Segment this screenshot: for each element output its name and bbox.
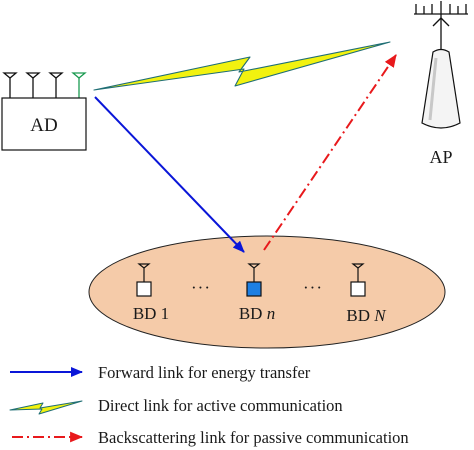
legend-direct-link-label: Direct link for active communication [98,396,343,415]
ap-node: AP [414,1,468,167]
bd-last-node: BD N [346,263,387,325]
legend-direct-link: Direct link for active communication [9,396,343,415]
legend-backscatter-link-label: Backscattering link for passive communic… [98,428,409,447]
bd-ellipsis-right: ··· [303,278,323,297]
bd-last-label-var: N [373,306,387,325]
legend-direct-link-swatch [9,400,83,415]
ap-label: AP [429,147,452,167]
bd-last-label-prefix: BD [346,306,374,325]
backscatter-link-arrow [263,54,397,251]
ad-antennas [2,72,87,98]
legend-forward-link-label: Forward link for energy transfer [98,363,311,382]
ap-antenna-array [414,1,468,54]
legend-forward-link: Forward link for energy transfer [10,363,311,382]
bd-1-label: BD 1 [133,304,169,323]
bd-n-node: BD n [239,263,275,323]
bd-ellipsis-left: ··· [191,278,211,297]
bd-n-label: BD n [239,304,275,323]
ad-node: AD [1,97,87,151]
bd-n-label-var: n [267,304,276,323]
ad-label: AD [30,115,57,136]
bd-last-label: BD N [346,306,387,325]
bd-1-node: BD 1 [133,263,169,323]
ap-tower-body [421,48,461,129]
bd-n-label-prefix: BD [239,304,267,323]
forward-link-arrow [94,96,245,253]
legend: Forward link for energy transfer Direct … [9,363,409,447]
legend-backscatter-link: Backscattering link for passive communic… [12,428,409,447]
direct-link-lightning [93,41,391,91]
